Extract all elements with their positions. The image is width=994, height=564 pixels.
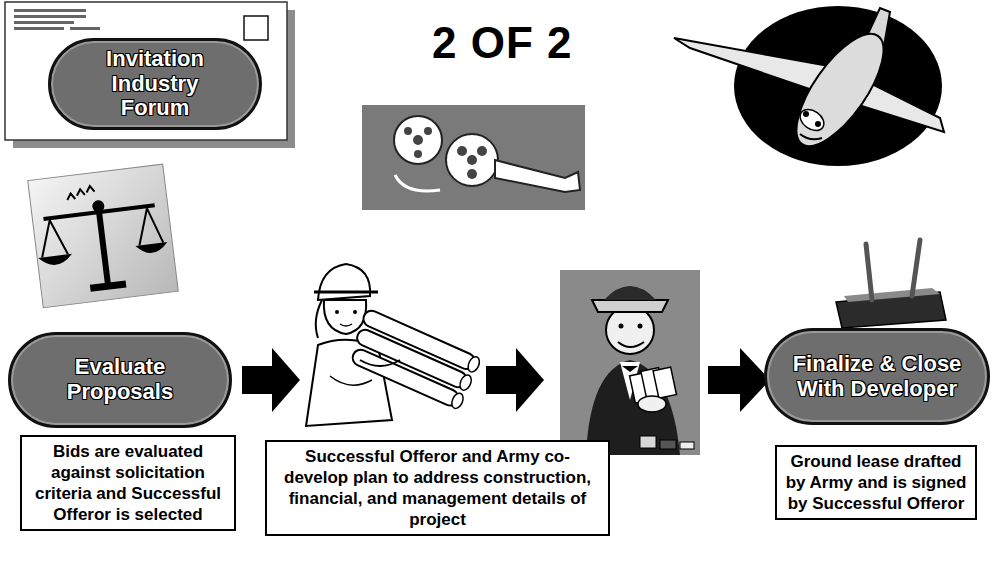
step-description: Ground lease drafted by Army and is sign… (784, 451, 968, 514)
scales-of-justice (28, 164, 179, 308)
film-projector (446, 134, 498, 186)
engineer-with-blueprints (330, 376, 372, 385)
rounded-label: Invitation Industry Forum (48, 38, 262, 130)
jet-plane (815, 121, 821, 127)
block-arrow (486, 348, 544, 412)
block-arrow (486, 348, 544, 412)
envelope (244, 16, 268, 40)
pen-stand (866, 244, 872, 300)
engineer-with-blueprints (318, 264, 370, 300)
card-player (660, 440, 676, 449)
step-label: Finalize & Close With Developer (784, 352, 970, 401)
card-player (618, 342, 644, 347)
card-player (604, 286, 656, 300)
pen-stand (844, 288, 940, 302)
block-arrow (242, 348, 300, 412)
engineer-with-blueprints (458, 373, 474, 392)
scales-of-justice (43, 203, 155, 221)
card-player (622, 366, 638, 372)
scales-of-justice (66, 186, 95, 200)
jet-plane (796, 105, 828, 135)
film-projector (362, 105, 585, 210)
engineer-with-blueprints (353, 310, 357, 314)
jet-plane (674, 6, 944, 166)
engineer-with-blueprints (340, 324, 352, 326)
card-player (680, 442, 694, 449)
rounded-label: Finalize & Close With Developer (764, 328, 990, 425)
film-projector (394, 116, 442, 164)
engineer-with-blueprints (316, 300, 322, 338)
film-projector (395, 175, 440, 191)
card-player (606, 306, 654, 354)
block-arrow (708, 348, 770, 412)
engineer-with-blueprints (350, 347, 461, 408)
engineer-with-blueprints (360, 360, 400, 366)
card-player (560, 270, 700, 455)
scales-of-justice (90, 280, 127, 291)
page-title: 2 OF 2 (432, 18, 573, 68)
film-projector (495, 160, 580, 192)
engineer-with-blueprints (306, 264, 482, 426)
label-text-group: Invitation Industry Forum (80, 47, 230, 121)
label-text-group: Finalize & Close With Developer (784, 352, 970, 401)
film-projector (467, 169, 477, 179)
envelope (70, 27, 100, 30)
text-box: Bids are evaluated against solicitation … (20, 435, 236, 531)
envelope (14, 21, 74, 24)
engineer-with-blueprints (345, 308, 482, 410)
step-label: Evaluate Proposals (35, 355, 205, 404)
engineer-with-blueprints (324, 300, 366, 334)
card-player (653, 367, 676, 398)
step-description: Bids are evaluated against solicitation … (29, 441, 227, 525)
card-player (638, 324, 643, 329)
step-description: Successful Offeror and Army co-develop p… (274, 446, 601, 530)
envelope (14, 27, 64, 30)
scales-of-justice (95, 205, 111, 285)
scales-of-justice (135, 242, 168, 255)
block-arrow (708, 348, 770, 412)
film-projector (424, 127, 432, 135)
jet-plane (781, 21, 899, 159)
pen-stand (836, 240, 946, 328)
card-player (619, 324, 624, 329)
label-text-group: Evaluate Proposals (35, 355, 205, 404)
engineer-with-blueprints (450, 392, 466, 411)
film-projector (467, 155, 477, 165)
card-player (640, 436, 656, 448)
envelope (14, 15, 86, 18)
card-player (592, 300, 668, 312)
jet-plane (734, 6, 942, 166)
card-player (638, 396, 666, 412)
jet-plane (803, 111, 809, 117)
rounded-label: Evaluate Proposals (8, 332, 232, 428)
engineer-with-blueprints (335, 310, 339, 314)
pen-stand (912, 240, 920, 296)
envelope (5, 2, 287, 140)
scales-of-justice (38, 254, 73, 267)
film-projector (414, 150, 422, 158)
film-projector (404, 127, 412, 135)
film-projector (362, 105, 585, 210)
card-player (560, 270, 700, 455)
scales-of-justice (28, 164, 179, 308)
engineer-with-blueprints (466, 355, 482, 374)
envelope (5, 2, 295, 148)
text-box: Successful Offeror and Army co-develop p… (265, 440, 610, 536)
film-projector (457, 146, 467, 156)
step-label: Invitation Industry Forum (80, 47, 230, 121)
film-projector (413, 135, 423, 145)
jet-plane (800, 134, 822, 139)
block-arrow (242, 348, 300, 412)
film-projector (477, 146, 487, 156)
envelope (14, 9, 86, 12)
text-box: Ground lease drafted by Army and is sign… (775, 445, 977, 520)
engineer-with-blueprints (314, 291, 378, 294)
